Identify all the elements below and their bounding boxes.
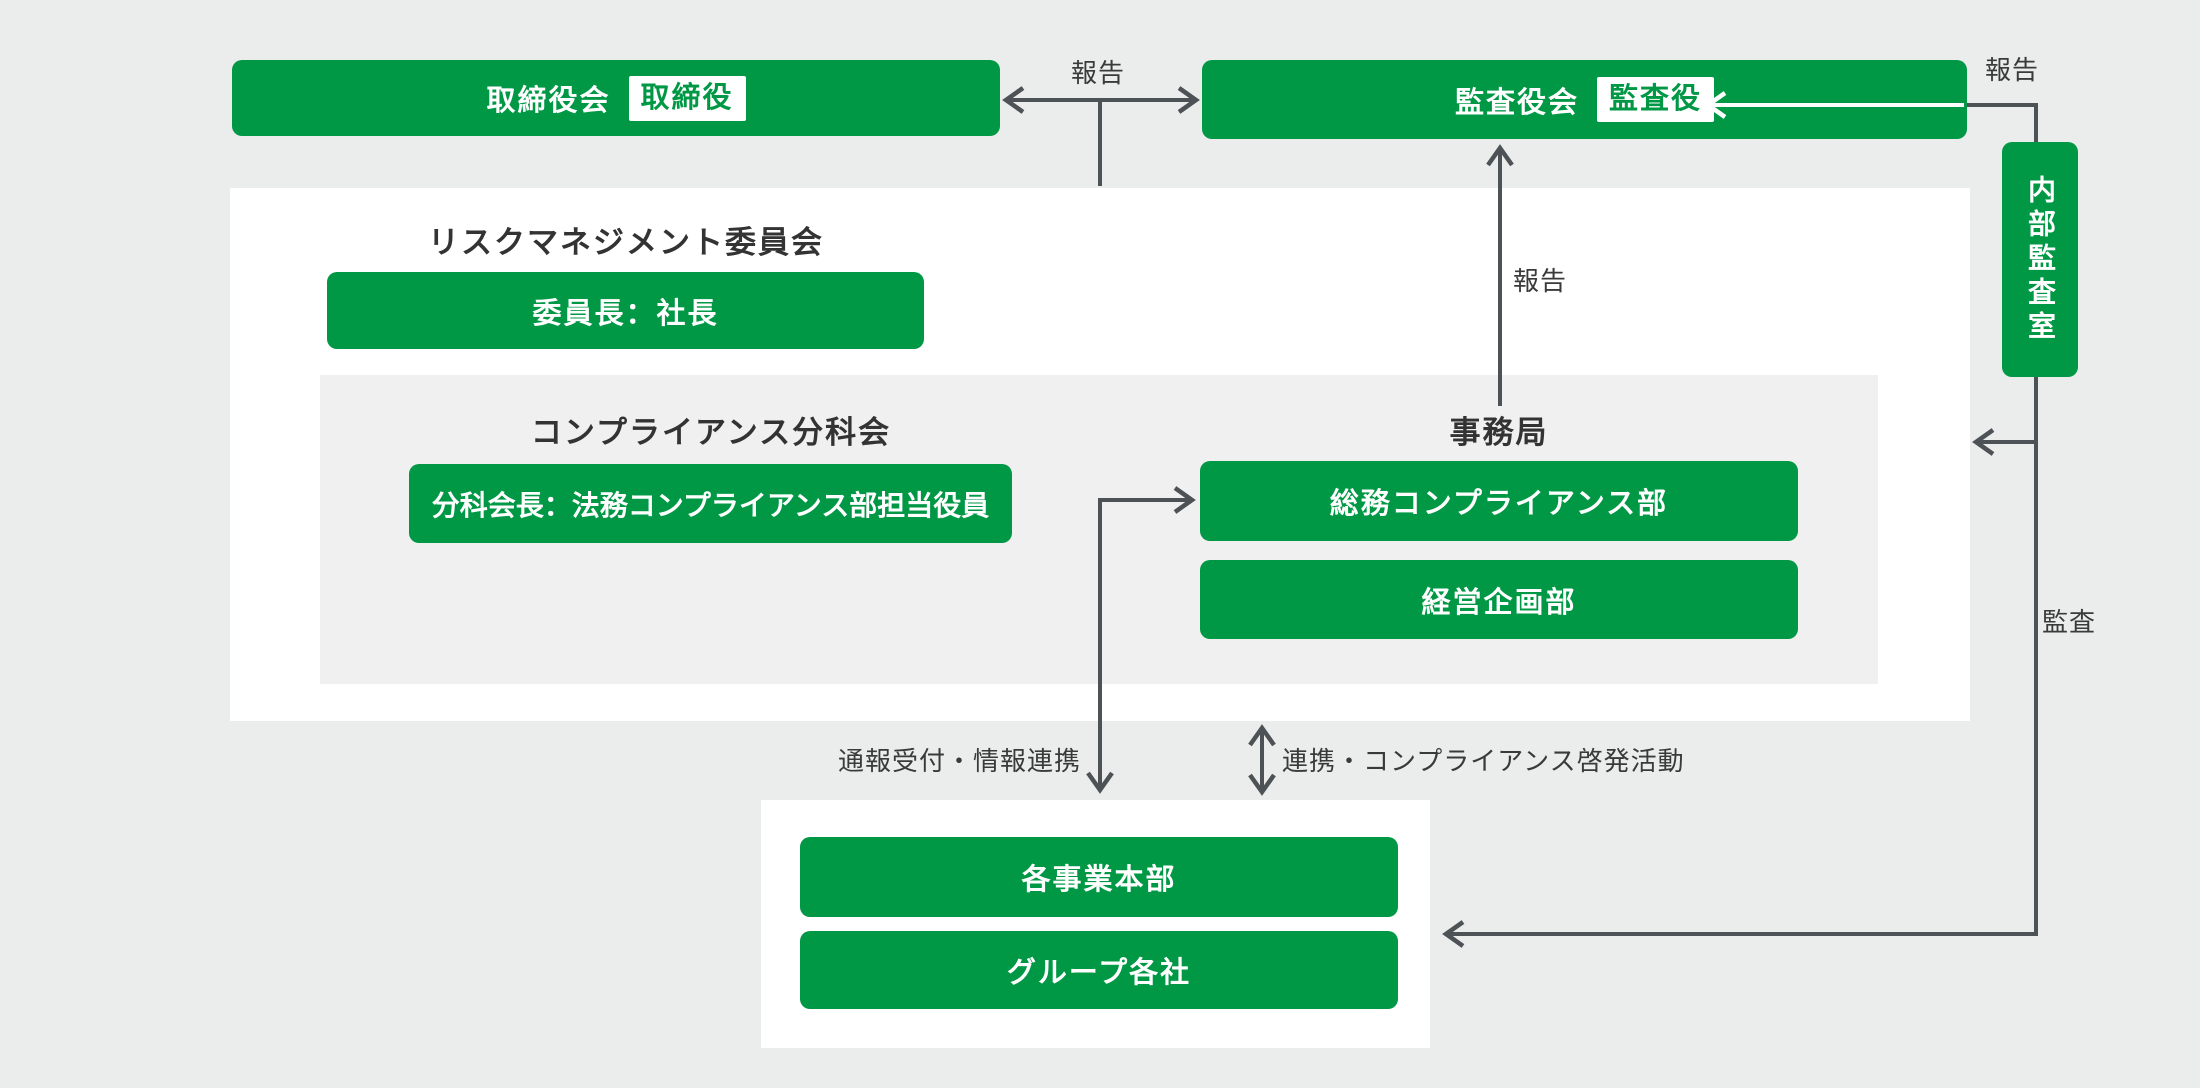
report-label-top: 報告 bbox=[1070, 58, 1125, 88]
risk-committee-chair-box: 委員長：社長 bbox=[327, 272, 924, 349]
business-divisions-label: 各事業本部 bbox=[1021, 864, 1177, 896]
auditor-badge: 監査役 bbox=[1597, 77, 1715, 122]
collaboration-label: 連携・コンプライアンス啓発活動 bbox=[1282, 746, 1685, 776]
corporate-planning-label: 経営企画部 bbox=[1421, 586, 1577, 619]
board-of-directors-label: 取締役会 bbox=[486, 85, 611, 117]
report-label-middle: 報告 bbox=[1513, 266, 1568, 296]
risk-committee-chair-label: 委員長：社長 bbox=[532, 297, 719, 330]
internal-audit-office-box: 内部監査室 bbox=[2002, 142, 2078, 377]
group-companies-box: グループ各社 bbox=[800, 931, 1398, 1009]
business-divisions-box: 各事業本部 bbox=[800, 837, 1398, 917]
internal-audit-office-label: 内部監査室 bbox=[2025, 174, 2056, 345]
whistleblowing-label: 通報受付・情報連携 bbox=[838, 746, 1082, 776]
audit-label: 監査 bbox=[2042, 607, 2097, 637]
compliance-subcommittee-title: コンプライアンス分科会 bbox=[530, 415, 892, 450]
secretariat-title: 事務局 bbox=[1449, 415, 1549, 450]
director-badge: 取締役 bbox=[628, 75, 746, 121]
audit-board-label: 監査役会 bbox=[1454, 86, 1579, 119]
report-label-right: 報告 bbox=[1985, 55, 2040, 85]
board-of-directors-box: 取締役会 取締役 bbox=[232, 60, 1000, 136]
general-affairs-compliance-box: 総務コンプライアンス部 bbox=[1200, 461, 1798, 541]
subcommittee-chair-box: 分科会長：法務コンプライアンス部担当役員 bbox=[409, 464, 1012, 543]
subcommittee-chair-label: 分科会長：法務コンプライアンス部担当役員 bbox=[431, 489, 990, 521]
audit-board-box: 監査役会 監査役 bbox=[1202, 60, 1967, 139]
corporate-planning-box: 経営企画部 bbox=[1200, 560, 1798, 639]
group-companies-label: グループ各社 bbox=[1006, 957, 1192, 989]
risk-committee-title: リスクマネジメント委員会 bbox=[428, 225, 824, 260]
general-affairs-compliance-label: 総務コンプライアンス部 bbox=[1329, 488, 1669, 520]
